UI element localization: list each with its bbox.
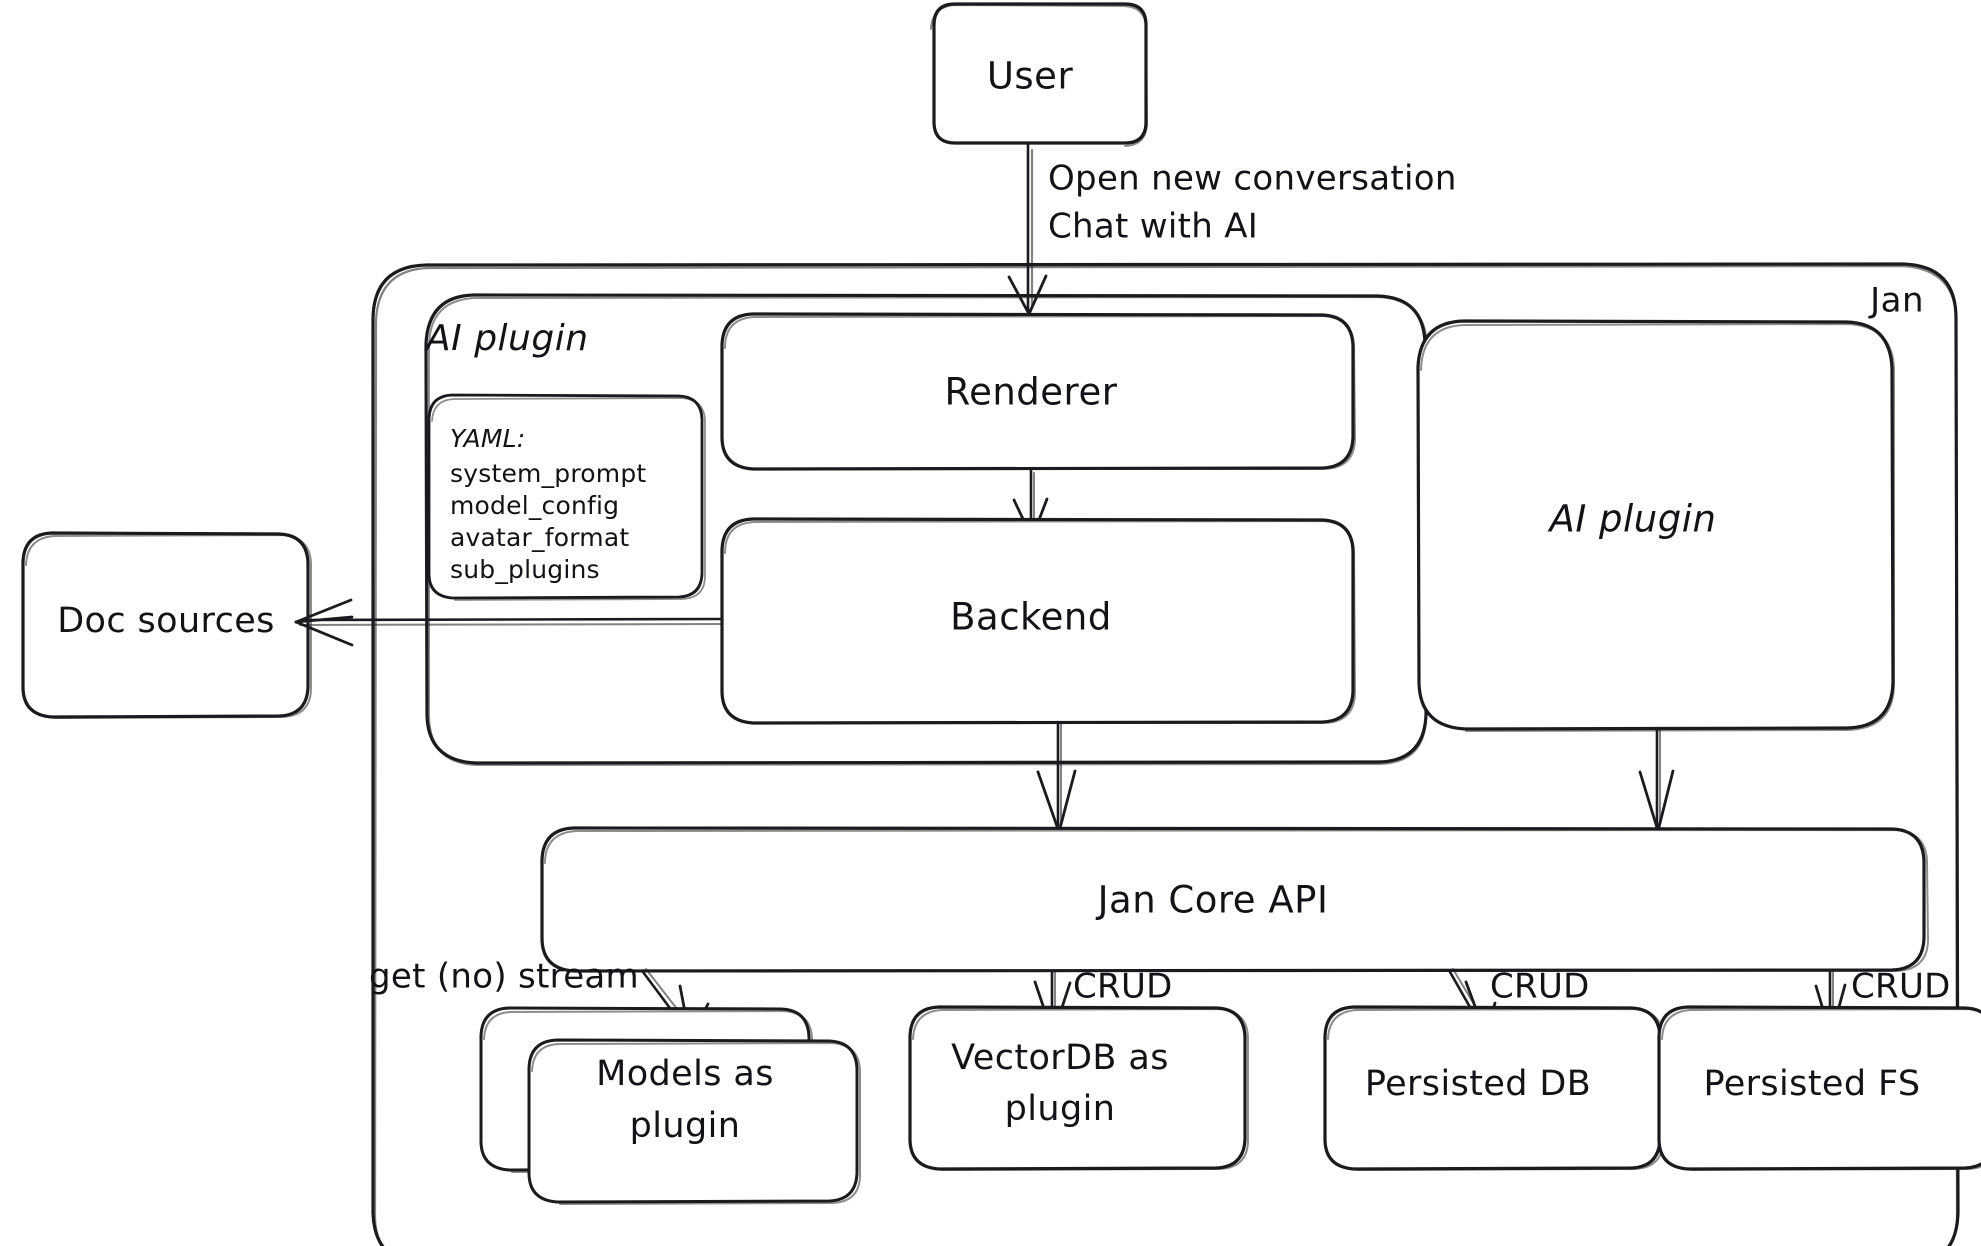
node-doc-sources-label: Doc sources [57,601,275,641]
node-persisted-fs[interactable]: Persisted FS [1657,1005,1981,1171]
edge-backend-to-core [1036,720,1077,834]
group-jan[interactable]: Jan [371,262,1960,1246]
edge-core-to-models-label: get (no) stream [369,957,639,997]
yaml-card-key-3: sub_plugins [450,555,600,584]
node-models-plugin[interactable]: Models as plugin [479,1006,861,1205]
node-persisted-db[interactable]: Persisted DB [1323,1005,1664,1171]
group-jan-label: Jan [1868,281,1924,321]
node-jan-core-api[interactable]: Jan Core API [540,826,1929,973]
edge-core-to-persisted-fs[interactable]: CRUD [1814,967,1951,1038]
node-renderer-label: Renderer [945,371,1118,414]
group-ai-plugin[interactable]: AI plugin [424,293,1428,766]
yaml-card-key-0: system_prompt [450,459,646,488]
node-doc-sources[interactable]: Doc sources [21,531,312,719]
edge-backend-to-doc-sources [294,598,724,647]
node-renderer[interactable]: Renderer [720,312,1356,471]
yaml-card[interactable]: YAML: system_prompt model_config avatar_… [427,393,706,601]
edge-user-to-renderer[interactable]: Open new conversation Chat with AI [1007,142,1457,316]
node-vectordb-plugin-label-line2: plugin [1005,1089,1116,1129]
node-models-plugin-label-line1: Models as [596,1054,774,1094]
node-backend-label: Backend [950,596,1112,639]
edge-user-to-renderer-label-line1: Open new conversation [1048,159,1457,199]
node-user-label: User [987,55,1074,98]
node-persisted-fs-label: Persisted FS [1703,1064,1920,1104]
edge-core-to-persisted-fs-label: CRUD [1851,967,1951,1007]
node-jan-core-api-label: Jan Core API [1096,879,1329,922]
edge-core-to-vectordb-label: CRUD [1073,967,1173,1007]
edge-user-to-renderer-label-line2: Chat with AI [1048,207,1258,247]
group-ai-plugin-label: AI plugin [424,318,589,359]
node-vectordb-plugin[interactable]: VectorDB as plugin [908,1005,1249,1171]
edge-ai-plugin-to-core [1638,727,1675,833]
yaml-card-key-2: avatar_format [450,523,629,552]
yaml-card-title: YAML: [450,424,525,453]
node-models-plugin-label-line2: plugin [630,1106,741,1146]
node-backend[interactable]: Backend [720,517,1356,725]
edge-core-to-models[interactable]: get (no) stream [369,957,710,1040]
node-user[interactable]: User [930,2,1148,147]
yaml-card-key-1: model_config [450,491,619,520]
node-ai-plugin-label: AI plugin [1548,498,1717,541]
node-vectordb-plugin-label-line1: VectorDB as [951,1038,1169,1078]
node-persisted-db-label: Persisted DB [1365,1064,1591,1104]
node-ai-plugin[interactable]: AI plugin [1416,319,1895,732]
edge-core-to-persisted-db-label: CRUD [1490,967,1590,1007]
